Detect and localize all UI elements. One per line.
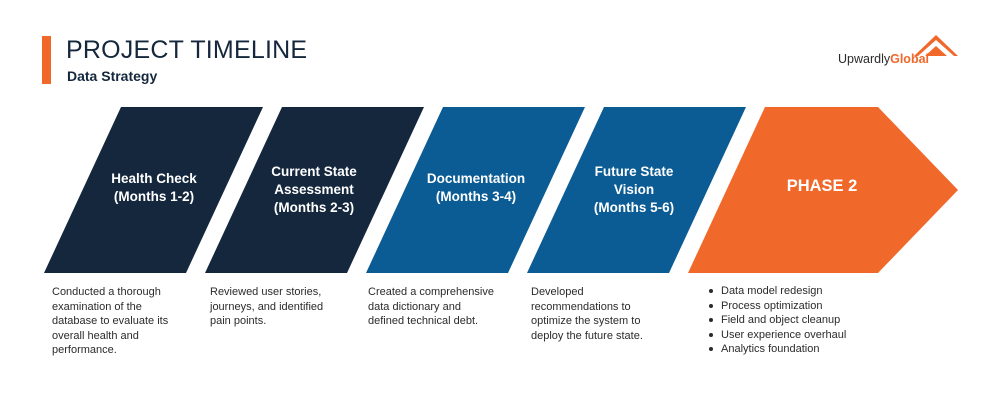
list-item: User experience overhaul	[707, 328, 846, 343]
phase-2-bullet-list: Data model redesign Process optimization…	[707, 284, 846, 357]
phase-description-current-state: Reviewed user stories,journeys, and iden…	[210, 286, 324, 327]
phase-shape-health-check	[44, 107, 263, 273]
list-item: Analytics foundation	[707, 342, 846, 357]
phase-shape-future-state	[527, 107, 746, 273]
house-roof-icon	[914, 35, 958, 56]
phase-shape-documentation	[366, 107, 585, 273]
phase-label-phase-2: PHASE 2	[786, 177, 858, 195]
phase-label-documentation: Documentation(Months 3-4)	[426, 171, 526, 204]
brand-logo-text: UpwardlyGlobal	[838, 52, 929, 66]
brand-logo-bold: Global	[890, 52, 930, 66]
title-accent-bar	[42, 36, 51, 84]
brand-logo: UpwardlyGlobal	[838, 34, 960, 68]
phase-shape-phase-2	[688, 107, 958, 273]
list-item: Field and object cleanup	[707, 313, 846, 328]
brand-logo-regular: Upwardly	[838, 52, 891, 66]
page-subtitle: Data Strategy	[67, 68, 158, 84]
list-item: Data model redesign	[707, 284, 846, 299]
phase-label-health-check: Health Check(Months 1-2)	[111, 171, 197, 204]
list-item: Process optimization	[707, 299, 846, 314]
phase-shape-current-state	[205, 107, 424, 273]
page-title: PROJECT TIMELINE	[66, 36, 308, 64]
